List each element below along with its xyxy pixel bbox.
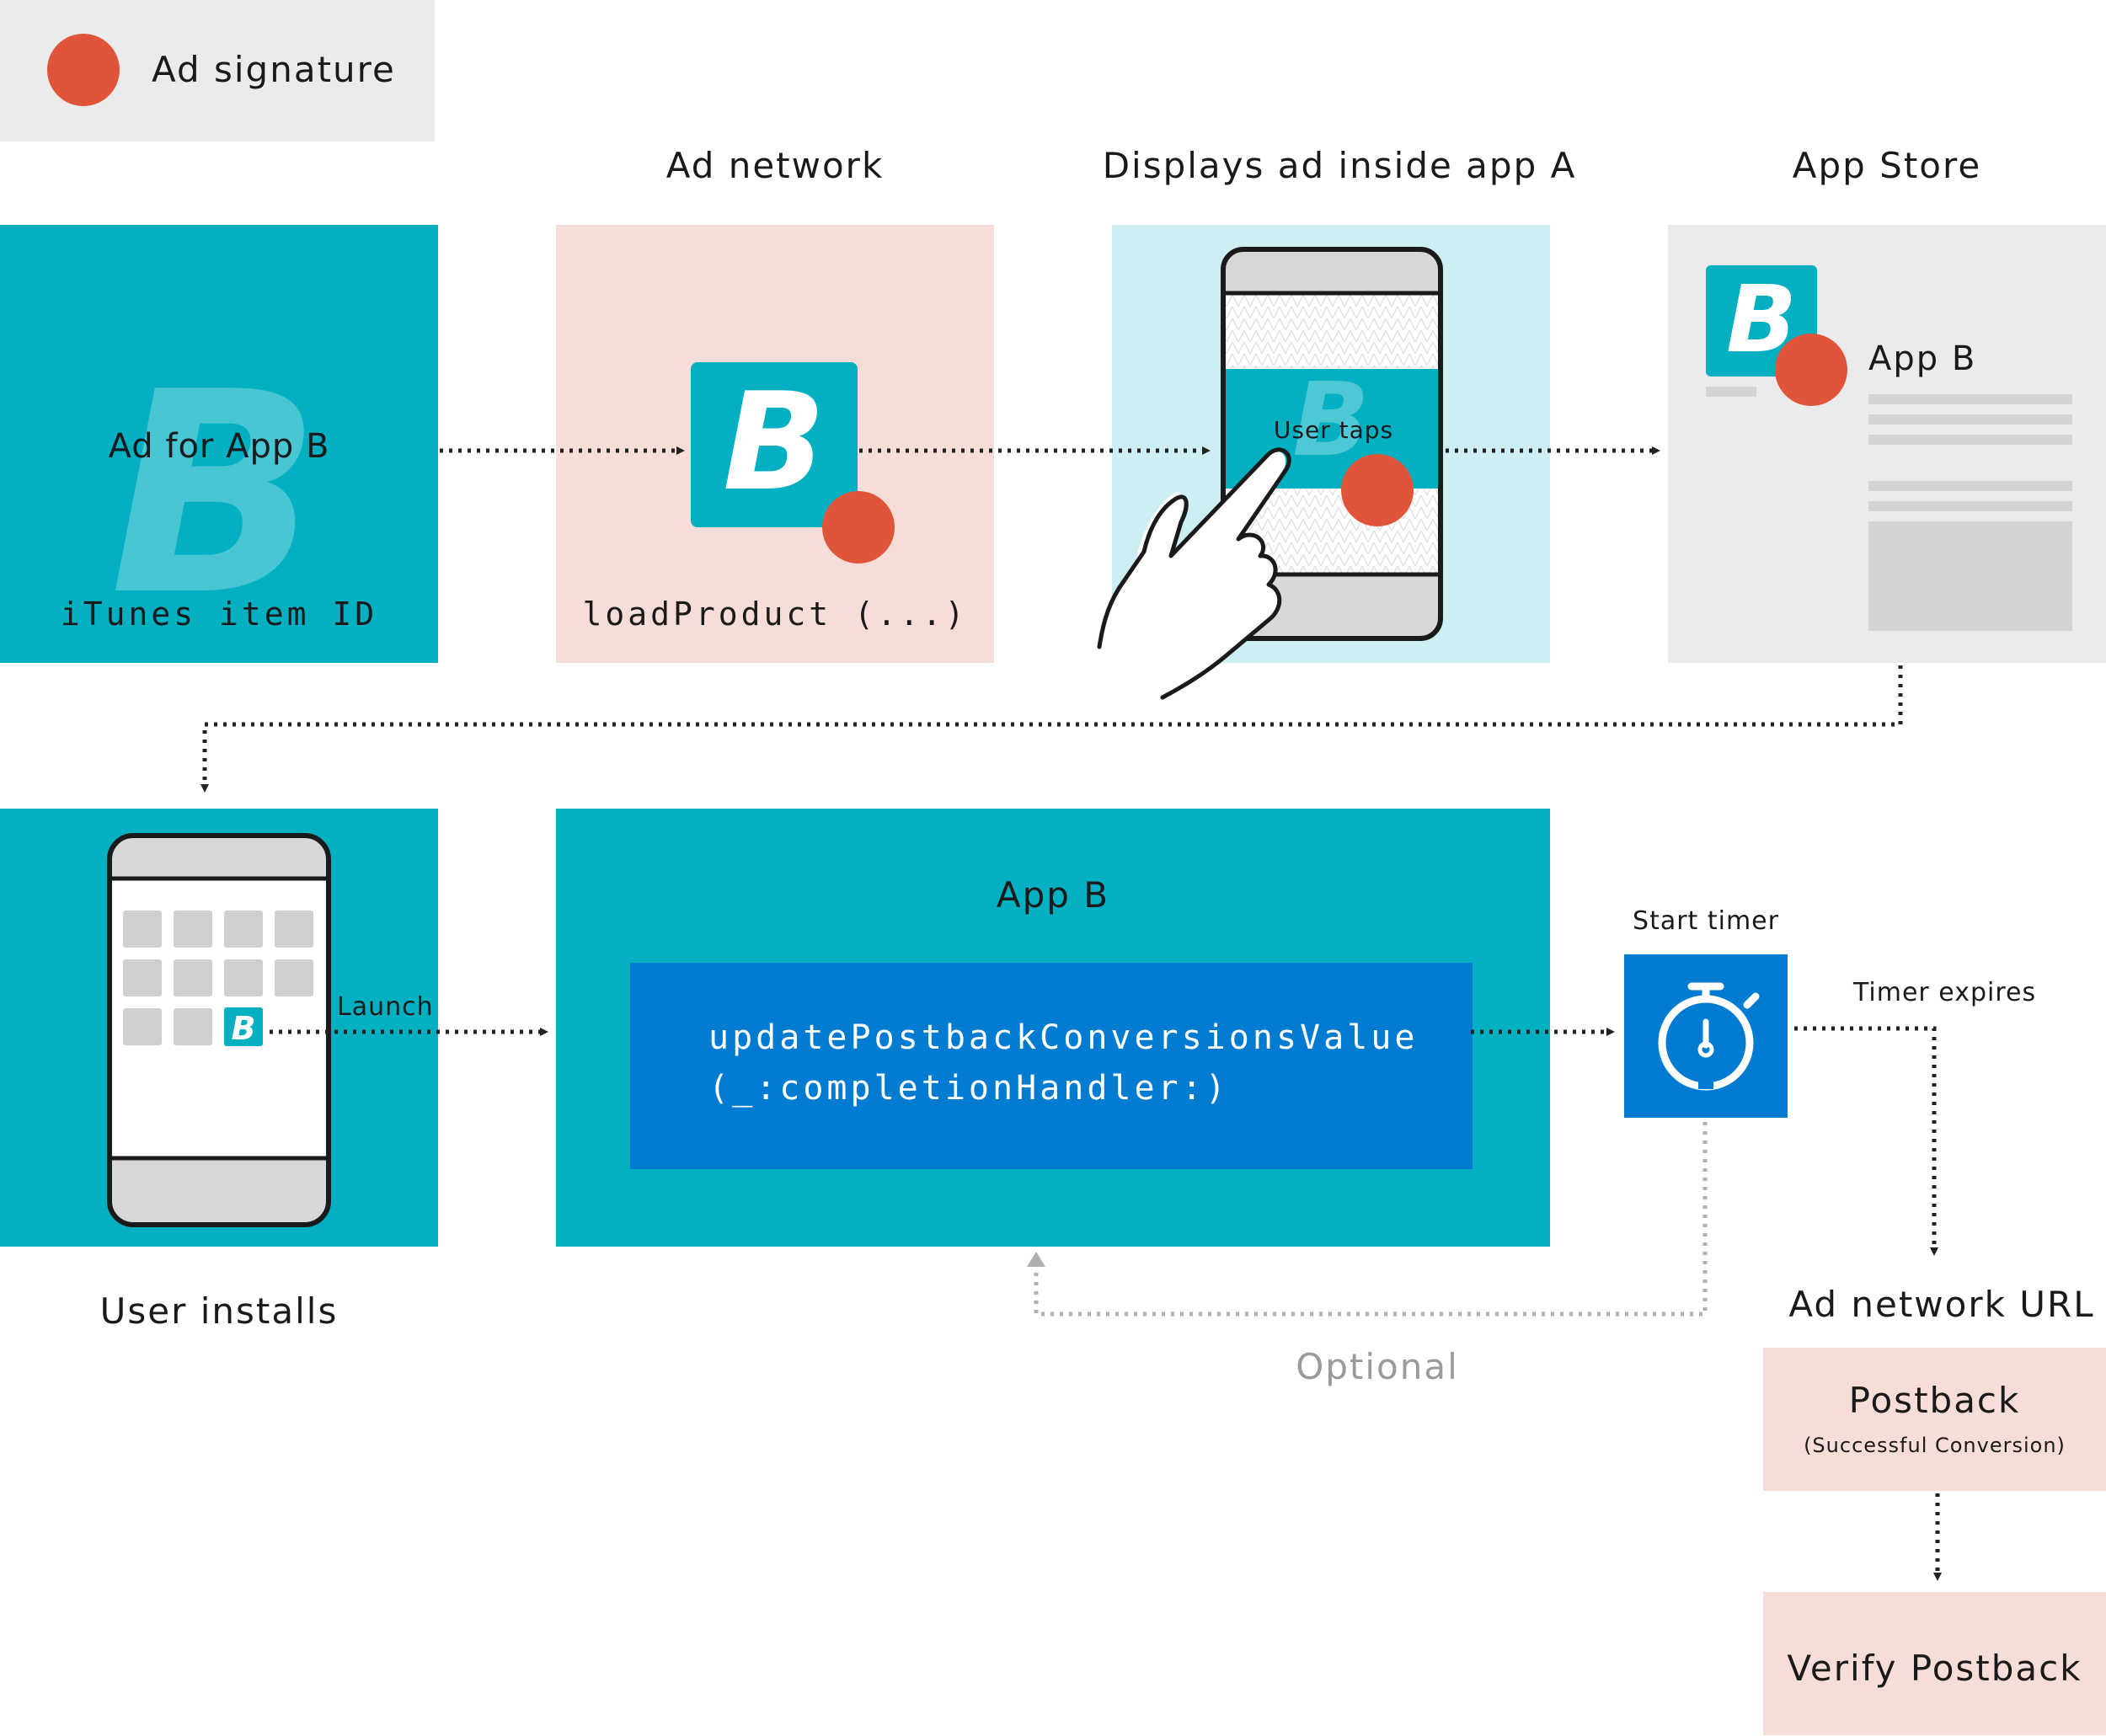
app-b-container: App B updatePostbackConversionsValue (_:… (556, 809, 1550, 1247)
placeholder-line (1868, 414, 2072, 425)
placeholder-line (1868, 394, 2072, 404)
ad-signature-dot (1775, 334, 1847, 406)
postback-title: Postback (1848, 1380, 2021, 1421)
placeholder-screenshot (1868, 521, 2072, 631)
ad-signature-dot (1341, 454, 1414, 526)
conversion-api-line1: updatePostbackConversionsValue (708, 1018, 1419, 1057)
postback-box: Postback (Successful Conversion) (1763, 1348, 2106, 1491)
displays-heading: Displays ad inside app A (1102, 145, 1577, 186)
ad-card-subtitle: iTunes item ID (60, 596, 378, 633)
conversion-api-box: updatePostbackConversionsValue (_:comple… (630, 963, 1473, 1169)
ad-network-url-heading: Ad network URL (1788, 1284, 2095, 1325)
verify-postback-label: Verify Postback (1787, 1648, 2082, 1689)
start-timer-label: Start timer (1633, 906, 1779, 936)
postback-subtitle: (Successful Conversion) (1804, 1434, 2066, 1457)
app-b-home-icon (224, 1007, 263, 1046)
ad-banner-letter: B (1292, 362, 1369, 479)
phone-app-a: B (1221, 247, 1443, 641)
ad-network-card: B loadProduct (...) (556, 225, 994, 663)
timer-expires-label: Timer expires (1853, 978, 2037, 1007)
load-product-code: loadProduct (...) (582, 596, 968, 633)
arrow-timer-expires (1794, 1026, 1938, 1256)
ad-signature-dot (822, 491, 895, 564)
stopwatch-icon (1658, 982, 1760, 1091)
timer-box (1624, 954, 1788, 1118)
ad-card-title: Ad for App B (108, 427, 330, 466)
placeholder-bar (1706, 387, 1756, 397)
optional-label: Optional (1296, 1346, 1459, 1387)
app-store-app-name: App B (1868, 339, 1977, 378)
app-grid (123, 911, 313, 1045)
optional-arrowhead (1027, 1252, 1045, 1267)
svg-text:B: B (232, 1010, 256, 1047)
optional-connector (1034, 1122, 1708, 1317)
launch-label: Launch (337, 992, 434, 1022)
app-b-icon: B (691, 362, 858, 527)
user-installs-caption: User installs (99, 1290, 339, 1332)
placeholder-line (1868, 435, 2072, 445)
verify-postback-box: Verify Postback (1763, 1592, 2106, 1735)
hand-pointer-icon (1097, 447, 1291, 700)
conversion-api-line2: (_:completionHandler:) (708, 1069, 1229, 1108)
app-b-heading: App B (996, 874, 1110, 916)
user-taps-caption: User taps (1274, 416, 1393, 444)
placeholder-line (1868, 501, 2072, 511)
ad-card: B Ad for App B iTunes item ID (0, 225, 438, 663)
ad-network-heading: Ad network (665, 145, 885, 186)
legend-label: Ad signature (152, 49, 396, 90)
placeholder-line (1868, 481, 2072, 491)
arrow-store-to-install (200, 665, 1903, 793)
app-store-card: B App B (1668, 225, 2106, 663)
ad-signature-dot (47, 34, 120, 106)
phone-home-screen: B (107, 833, 331, 1227)
legend-box: Ad signature (0, 0, 435, 142)
connector-arrows (200, 446, 1942, 1581)
app-store-heading: App Store (1792, 145, 1982, 186)
